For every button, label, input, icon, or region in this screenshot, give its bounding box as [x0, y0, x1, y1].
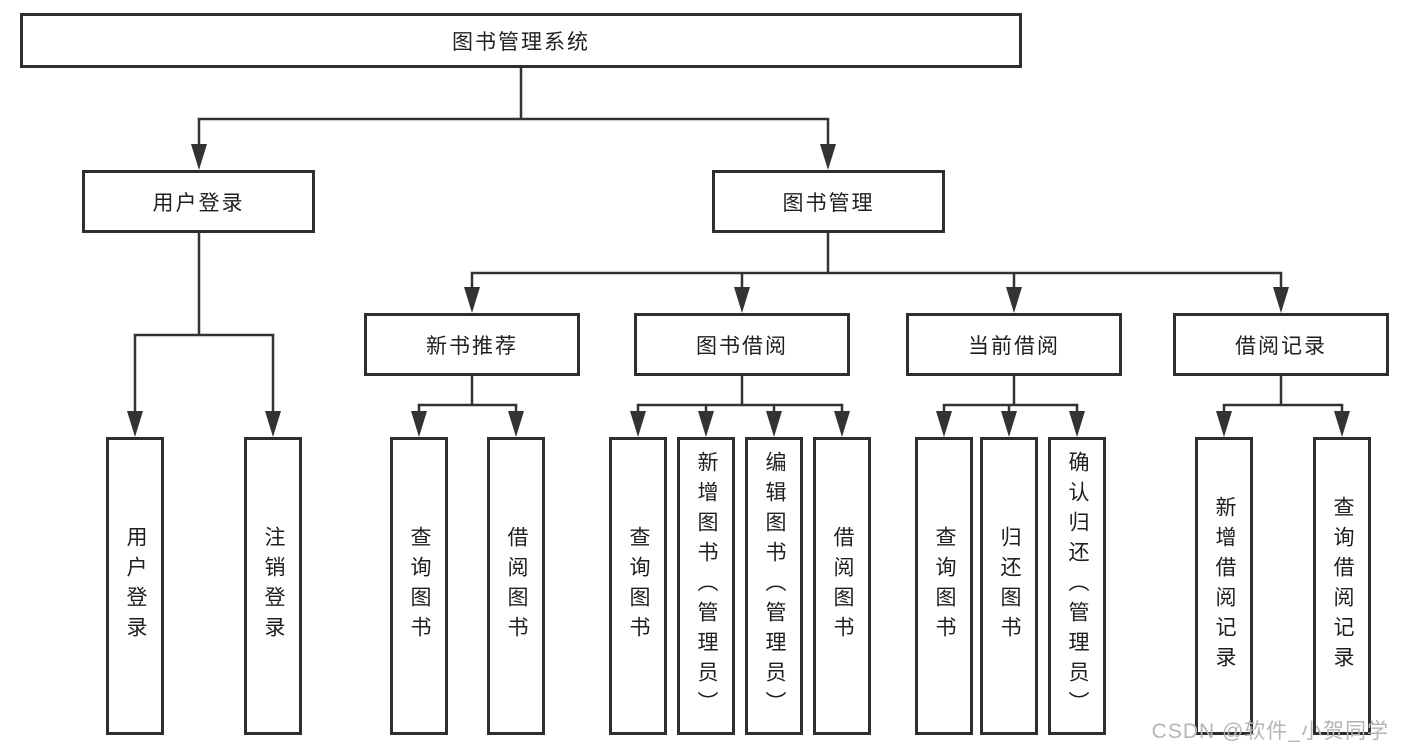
node-library-management-system: 图书管理系统: [20, 13, 1022, 68]
node-label: 借阅图书: [505, 526, 528, 646]
node-user-login-group: 用户登录: [82, 170, 315, 233]
node-current-borrowing: 当前借阅: [906, 313, 1122, 376]
node-label: 查询图书: [933, 526, 956, 646]
node-label: 图书管理系统: [452, 30, 590, 54]
node-borrow-books-2: 借阅图书: [813, 437, 871, 735]
node-confirm-return-admin: 确认归还（管理员）: [1048, 437, 1106, 735]
node-label: 新书推荐: [426, 334, 518, 358]
node-label: 确认归还（管理员）: [1066, 451, 1089, 721]
node-edit-book-admin: 编辑图书（管理员）: [745, 437, 803, 735]
node-label: 用户登录: [152, 191, 245, 215]
node-label: 编辑图书（管理员）: [763, 451, 786, 721]
csdn-watermark: CSDN @软件_小贺同学: [1151, 720, 1389, 743]
node-add-book-admin: 新增图书（管理员）: [677, 437, 735, 735]
node-label: 借阅记录: [1235, 334, 1327, 358]
node-label: 借阅图书: [831, 526, 854, 646]
node-return-book: 归还图书: [980, 437, 1038, 735]
node-query-books-2: 查询图书: [609, 437, 667, 735]
node-label: 查询图书: [627, 526, 650, 646]
node-user-login: 用户登录: [106, 437, 164, 735]
node-label: 当前借阅: [968, 334, 1060, 358]
node-query-books-3: 查询图书: [915, 437, 973, 735]
node-borrow-books-1: 借阅图书: [487, 437, 545, 735]
node-label: 归还图书: [998, 526, 1021, 646]
node-label: 图书管理: [782, 191, 875, 215]
node-add-borrow-record: 新增借阅记录: [1195, 437, 1253, 735]
node-label: 注销登录: [262, 526, 285, 646]
node-borrowing-records: 借阅记录: [1173, 313, 1389, 376]
node-logout: 注销登录: [244, 437, 302, 735]
node-label: 新增图书（管理员）: [695, 451, 718, 721]
node-label: 查询借阅记录: [1331, 496, 1354, 676]
node-book-borrowing: 图书借阅: [634, 313, 850, 376]
node-query-books-1: 查询图书: [390, 437, 448, 735]
node-label: 查询图书: [408, 526, 431, 646]
node-query-borrow-record: 查询借阅记录: [1313, 437, 1371, 735]
node-label: 图书借阅: [696, 334, 788, 358]
node-book-management: 图书管理: [712, 170, 945, 233]
node-label: 新增借阅记录: [1213, 496, 1236, 676]
node-label: 用户登录: [124, 526, 147, 646]
node-new-book-recommendation: 新书推荐: [364, 313, 580, 376]
